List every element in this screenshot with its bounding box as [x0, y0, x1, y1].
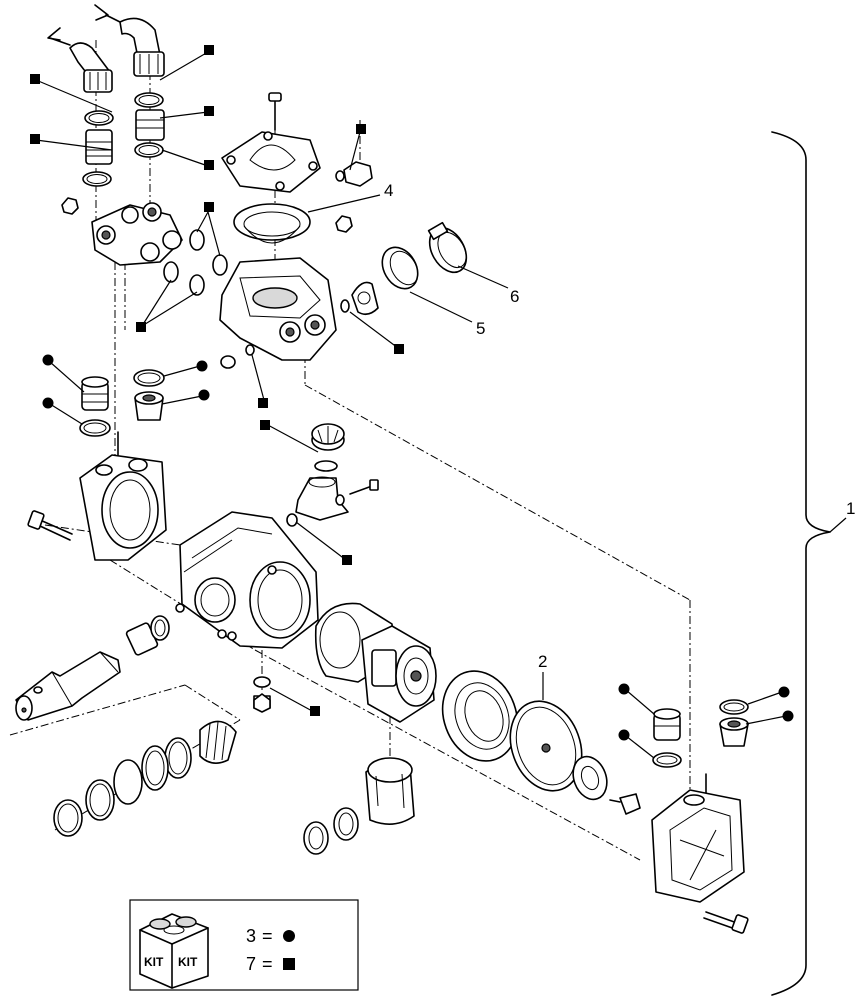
circle-marker — [196, 360, 208, 372]
lower-connector — [303, 757, 415, 855]
square-marker — [342, 555, 352, 565]
callout-5: 5 — [476, 319, 485, 338]
callout-1: 1 — [846, 499, 855, 518]
legend-row2-number: 7 — [246, 954, 256, 974]
circle-marker — [198, 389, 210, 401]
manifold — [91, 202, 228, 296]
square-marker — [30, 134, 40, 144]
callout-2: 2 — [538, 652, 547, 671]
kit-label-left: KIT — [144, 955, 164, 969]
square-marker — [394, 344, 404, 354]
shaft — [15, 615, 170, 721]
seal-set — [53, 720, 237, 837]
left-valves — [79, 369, 165, 437]
top-cover-assembly: 4 — [219, 92, 393, 361]
hose-clamp-group: 5 6 — [340, 221, 519, 338]
circle-marker — [42, 397, 54, 409]
head-plug — [220, 344, 255, 369]
square-marker — [204, 202, 214, 212]
square-marker — [204, 160, 214, 170]
central-housing — [175, 511, 319, 649]
callout-6: 6 — [510, 287, 519, 306]
square-marker — [260, 420, 270, 430]
kit-legend: KIT KIT 3 = 7 = — [129, 899, 359, 991]
pressure-valve — [286, 423, 379, 527]
square-marker — [204, 106, 214, 116]
right-body — [651, 773, 749, 934]
circle-marker — [42, 354, 54, 366]
square-marker — [136, 322, 146, 332]
square-marker — [258, 398, 268, 408]
kit-box-icon: KIT KIT — [139, 913, 209, 989]
circle-marker — [618, 683, 630, 695]
legend-row2-equals: = — [262, 954, 273, 974]
kit-label-right: KIT — [178, 955, 198, 969]
piston-assembly: 2 — [314, 602, 641, 815]
square-marker — [30, 74, 40, 84]
square-marker — [204, 45, 214, 55]
inlet-outlet-barbs — [47, 4, 165, 215]
legend-square-marker — [283, 958, 295, 970]
callout-4: 4 — [384, 181, 393, 200]
legend-row1-number: 3 — [246, 926, 256, 946]
assembly-bracket: 1 — [771, 131, 855, 996]
square-marker — [310, 706, 320, 716]
circle-marker — [782, 710, 794, 722]
drain-plug — [253, 676, 271, 713]
right-valves — [652, 699, 749, 768]
legend-circle-marker — [283, 930, 295, 942]
legend-row1-equals: = — [262, 926, 273, 946]
circle-marker — [778, 686, 790, 698]
left-body — [27, 431, 167, 561]
square-marker — [356, 124, 366, 134]
kit-markers — [30, 45, 794, 759]
circle-marker — [618, 729, 630, 741]
